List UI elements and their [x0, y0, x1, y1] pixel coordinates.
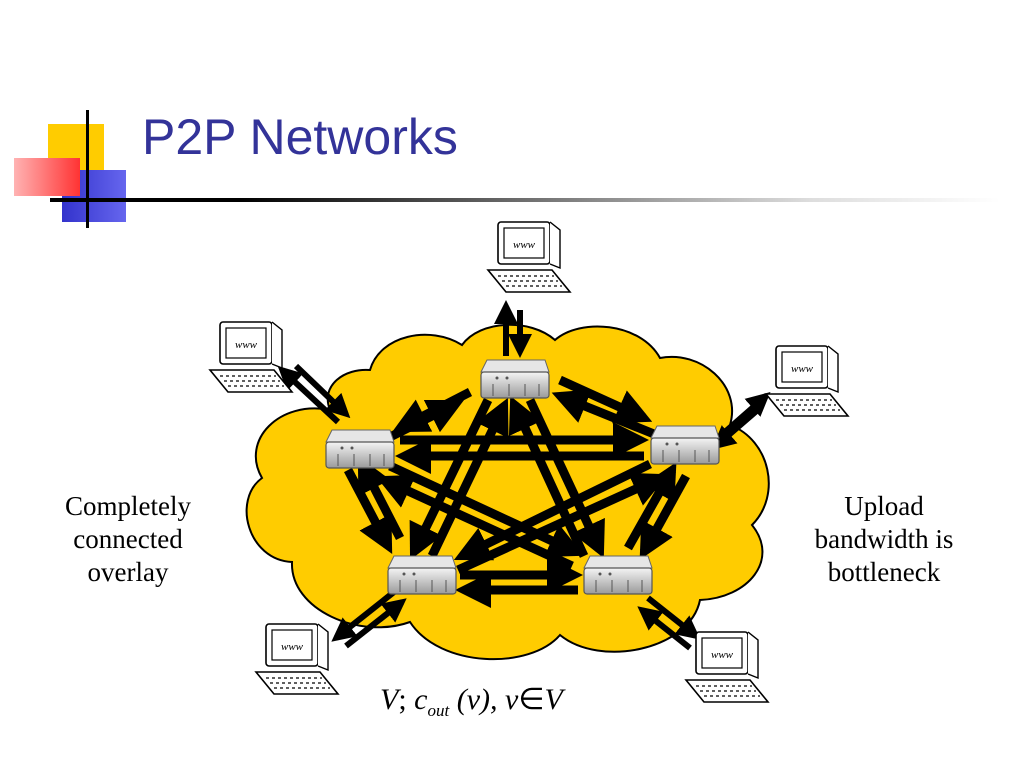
formula-semicolon: ; — [398, 683, 407, 716]
deco-vertical-line — [86, 110, 89, 228]
right-caption-line: bandwidth is — [814, 524, 954, 555]
link-arrow — [558, 375, 653, 424]
link-arrow — [344, 598, 407, 649]
link-arrow — [646, 595, 701, 640]
formula-set2: V — [544, 683, 563, 716]
left-caption-line: overlay — [87, 557, 169, 588]
left-caption: Completely connected overlay — [40, 490, 216, 590]
router-icon — [480, 359, 550, 399]
link-arrow — [344, 467, 393, 554]
formula-v: v — [505, 683, 519, 716]
mesh-links — [344, 375, 690, 608]
computer-www-icon — [487, 221, 571, 293]
right-caption-line: Upload — [844, 491, 924, 521]
formula-c: c — [414, 683, 428, 716]
computer-www-icon — [209, 321, 293, 393]
left-caption-line: connected — [73, 524, 183, 555]
capacity-formula: V; cout (v), v∈V — [380, 682, 563, 721]
link-arrow — [525, 398, 605, 559]
link-arrow — [427, 397, 509, 558]
link-arrow — [637, 606, 692, 651]
formula-arg: (v), — [456, 683, 498, 716]
link-arrow — [711, 405, 762, 450]
link-arrow — [293, 363, 351, 419]
computer-www-icon — [685, 631, 769, 703]
right-caption-line: bottleneck — [827, 557, 941, 588]
link-arrow — [453, 459, 652, 561]
link-arrow — [409, 398, 493, 561]
left-caption-line: Completely — [65, 491, 191, 521]
router-icon — [387, 555, 457, 595]
peer-links — [277, 300, 771, 651]
formula-in: ∈ — [518, 683, 545, 716]
deco-red-bar — [14, 158, 80, 196]
router-icon — [583, 555, 653, 595]
formula-set: V — [380, 683, 399, 716]
title-decoration — [0, 0, 140, 230]
link-arrow — [639, 473, 690, 560]
link-arrow — [375, 474, 574, 571]
title-underline — [50, 198, 1000, 202]
computer-www-icon — [765, 345, 849, 417]
right-caption: Upload bandwidth is bottleneck — [786, 490, 982, 590]
link-arrow — [377, 399, 465, 447]
link-arrow — [456, 472, 669, 575]
router-icon — [325, 429, 395, 469]
link-arrow — [388, 461, 585, 558]
router-icon — [650, 425, 720, 465]
formula-c-sub: out — [427, 701, 450, 720]
computer-www-icon — [255, 623, 339, 695]
page-title: P2P Networks — [142, 109, 458, 165]
